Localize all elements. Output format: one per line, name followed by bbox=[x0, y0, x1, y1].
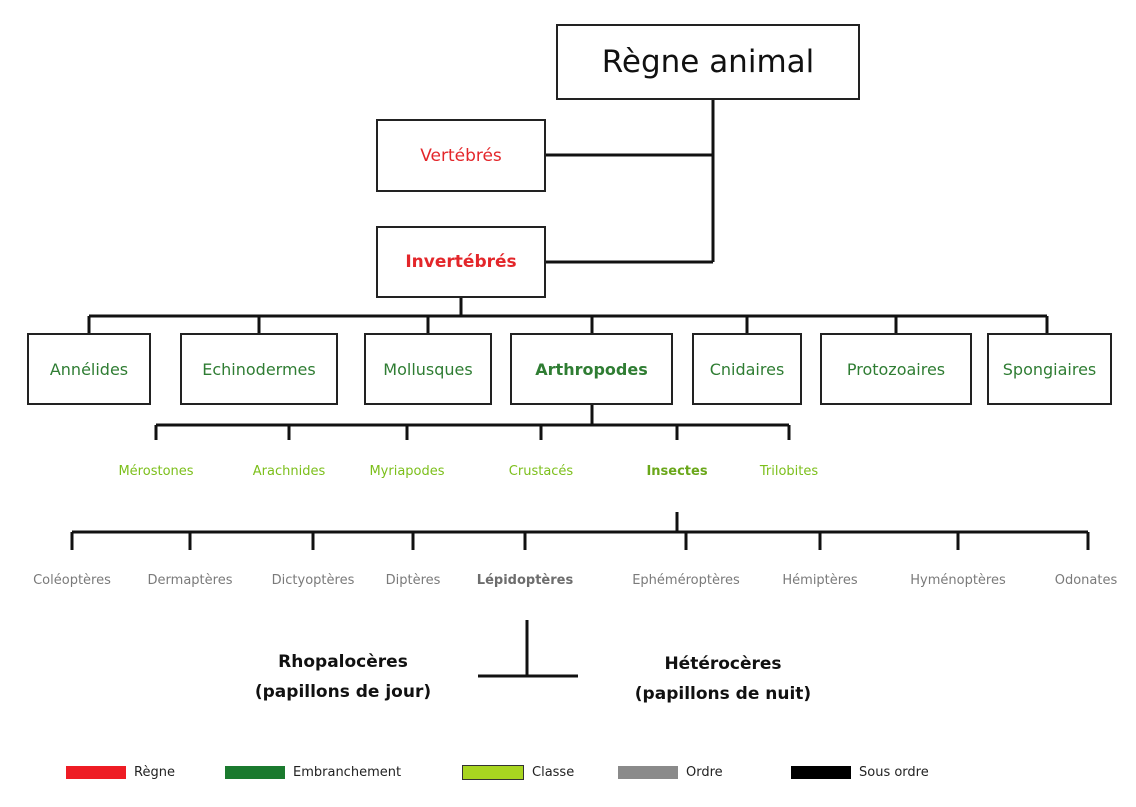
invertebrates-box: Invertébrés bbox=[376, 226, 546, 298]
legend-ordre-label: Ordre bbox=[686, 765, 723, 780]
order-dictyopteres: Dictyoptères bbox=[271, 573, 355, 588]
phylum-spongiaires: Spongiaires bbox=[987, 333, 1112, 405]
legend-regne: Règne bbox=[66, 765, 175, 780]
legend-embranchement-swatch bbox=[225, 766, 285, 779]
order-dermapteres: Dermaptères bbox=[147, 573, 233, 588]
phylum-arthropodes: Arthropodes bbox=[510, 333, 673, 405]
order-hymenopteres: Hyménoptères bbox=[910, 573, 1006, 588]
legend-classe-swatch bbox=[462, 765, 524, 780]
suborder-heteroceres-name: Hétérocères bbox=[664, 654, 782, 674]
legend-sous-ordre: Sous ordre bbox=[791, 765, 929, 780]
suborder-heteroceres-desc: (papillons de nuit) bbox=[634, 684, 812, 704]
order-ephemeropteres: Ephéméroptères bbox=[632, 573, 740, 588]
phylum-echinodermes: Echinodermes bbox=[180, 333, 338, 405]
order-odonates: Odonates bbox=[1054, 573, 1118, 588]
kingdom-box: Règne animal bbox=[556, 24, 860, 100]
class-insectes: Insectes bbox=[646, 464, 708, 479]
suborder-heteroceres: Hétérocères (papillons de nuit) bbox=[598, 649, 848, 709]
phylum-protozoaires: Protozoaires bbox=[820, 333, 972, 405]
order-lepidopteres: Lépidoptères bbox=[476, 573, 574, 588]
vertebrates-box: Vertébrés bbox=[376, 119, 546, 192]
suborder-rhopaloceres-name: Rhopalocères bbox=[278, 652, 408, 672]
legend-regne-swatch bbox=[66, 766, 126, 779]
legend-ordre: Ordre bbox=[618, 765, 723, 780]
class-myriapodes: Myriapodes bbox=[369, 464, 445, 479]
order-coleopteres: Coléoptères bbox=[33, 573, 111, 588]
suborder-rhopaloceres-desc: (papillons de jour) bbox=[254, 682, 432, 702]
class-arachnides: Arachnides bbox=[252, 464, 326, 479]
legend-classe-label: Classe bbox=[532, 765, 575, 780]
phylum-annelides: Annélides bbox=[27, 333, 151, 405]
legend-sous-ordre-swatch bbox=[791, 766, 851, 779]
class-merostones: Mérostones bbox=[118, 464, 194, 479]
legend-regne-label: Règne bbox=[134, 765, 175, 780]
class-crustaces: Crustacés bbox=[508, 464, 574, 479]
phylum-cnidaires: Cnidaires bbox=[692, 333, 802, 405]
legend-sous-ordre-label: Sous ordre bbox=[859, 765, 929, 780]
order-hemipteres: Hémiptères bbox=[782, 573, 858, 588]
phylum-mollusques: Mollusques bbox=[364, 333, 492, 405]
legend-classe: Classe bbox=[462, 765, 574, 780]
legend-embranchement: Embranchement bbox=[225, 765, 401, 780]
legend-ordre-swatch bbox=[618, 766, 678, 779]
order-dipteres: Diptères bbox=[385, 573, 441, 588]
class-trilobites: Trilobites bbox=[759, 464, 819, 479]
legend-embranchement-label: Embranchement bbox=[293, 765, 402, 780]
suborder-rhopaloceres: Rhopalocères (papillons de jour) bbox=[218, 647, 468, 707]
